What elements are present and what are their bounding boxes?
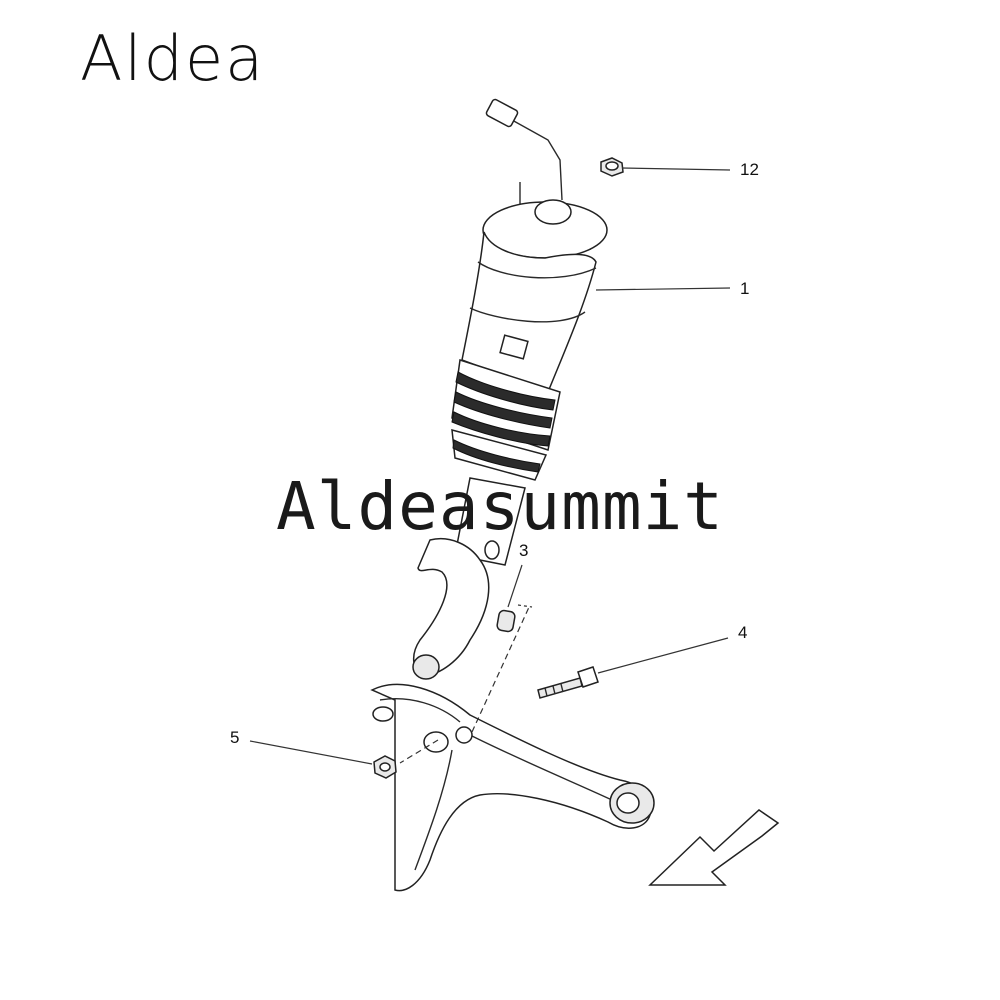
callout-4: 4 bbox=[738, 623, 747, 642]
leader-line-5 bbox=[249, 740, 373, 765]
top-nut-12 bbox=[600, 157, 624, 177]
leader-line-3 bbox=[507, 564, 523, 608]
callout-12: 12 bbox=[740, 160, 759, 179]
nut-5 bbox=[373, 755, 397, 779]
front-direction-arrow bbox=[648, 809, 780, 886]
leader-line-1 bbox=[595, 287, 731, 291]
lower-control-arm bbox=[370, 683, 655, 892]
bushing-3 bbox=[496, 604, 533, 633]
callout-5: 5 bbox=[230, 728, 239, 747]
brand-logo: Aldea bbox=[80, 22, 266, 95]
leader-line-12 bbox=[621, 167, 731, 171]
callout-1: 1 bbox=[740, 279, 749, 298]
watermark-text: Aldeasummit bbox=[275, 468, 725, 545]
air-strut bbox=[412, 98, 608, 680]
leader-line-4 bbox=[597, 637, 729, 674]
callout-3: 3 bbox=[519, 541, 528, 560]
bolt-4 bbox=[537, 666, 599, 699]
